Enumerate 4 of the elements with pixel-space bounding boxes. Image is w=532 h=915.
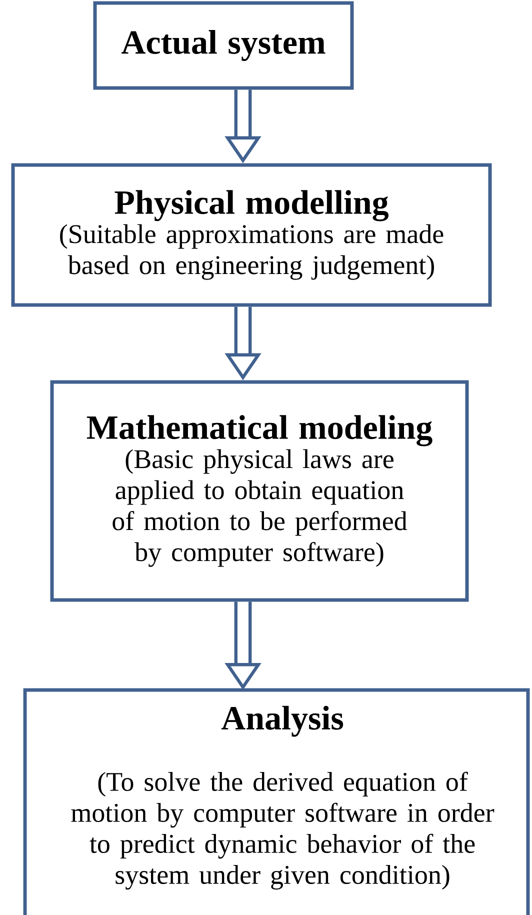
process-box: Mathematical modeling (Basic physical laws are applied to obtain equation of motion to be performed by computer software) bbox=[50, 380, 469, 602]
process-box: Physical modelling (Suitable approximations are made based on engineering judgement) bbox=[11, 163, 492, 307]
process-box: Analysis (To solve the derived equation of motion by computer software in order to predict dynamic behavior of the system under given condition) bbox=[23, 688, 530, 915]
process-box: Actual system bbox=[93, 1, 354, 90]
